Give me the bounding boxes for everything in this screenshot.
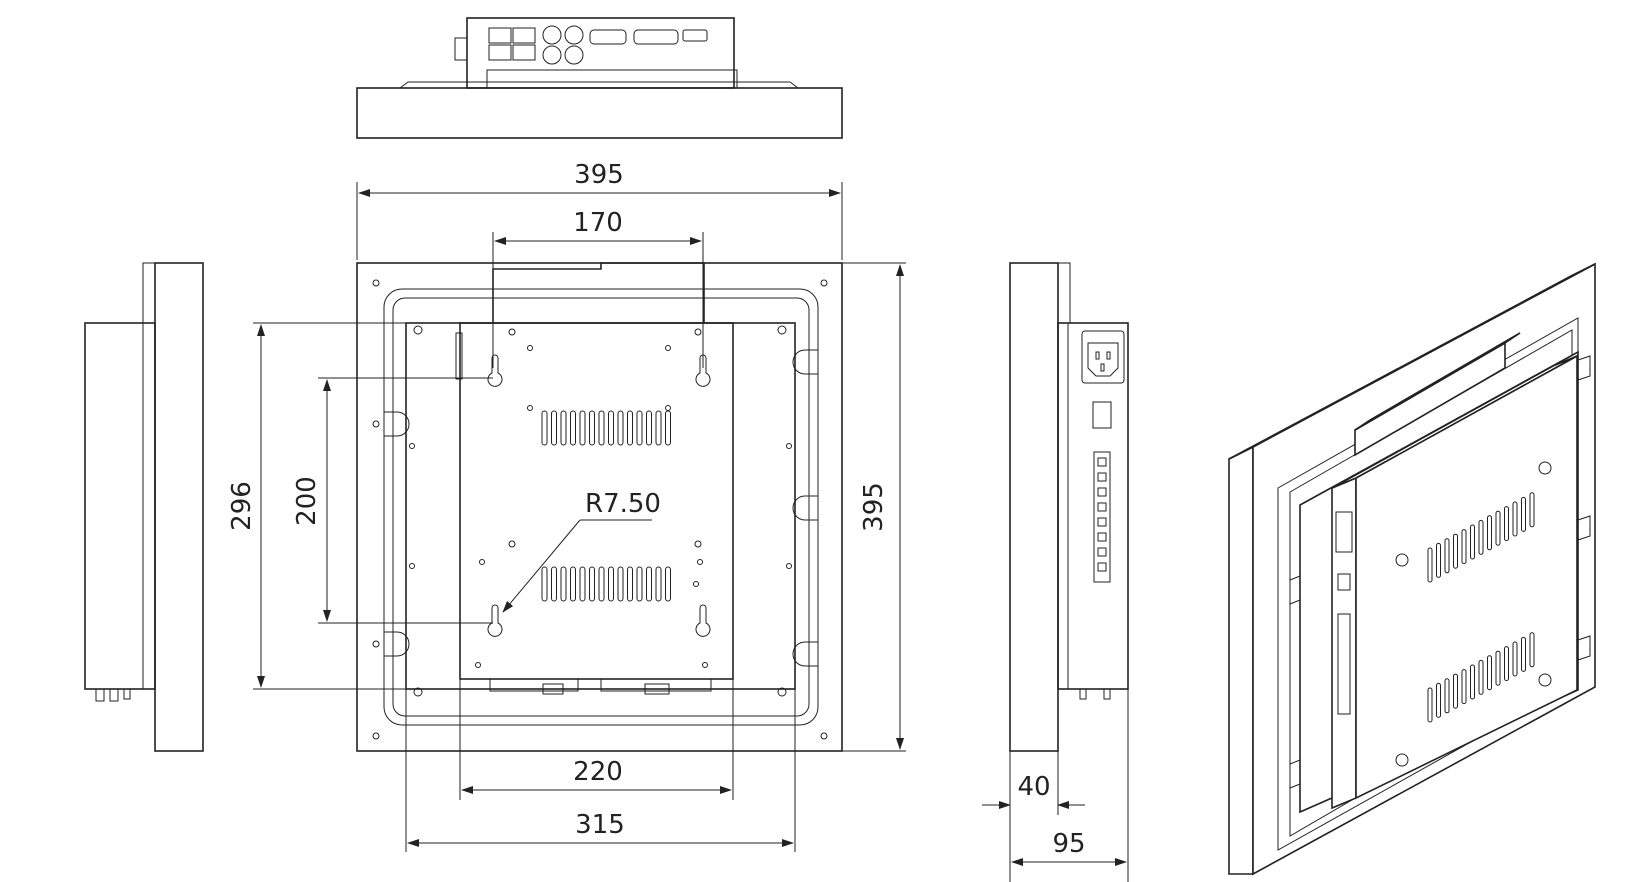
vent-slot xyxy=(579,566,586,602)
iso-vent-slot xyxy=(1529,492,1535,528)
vent-slot xyxy=(579,410,586,446)
iso-vent-slot xyxy=(1521,496,1526,532)
iso-vent-slot xyxy=(1495,650,1501,686)
vent-slot xyxy=(655,410,662,446)
vent-slot xyxy=(665,410,671,446)
dim-overall-width: 395 xyxy=(574,160,624,190)
vent-slots-upper xyxy=(541,410,671,446)
vent-slot xyxy=(560,410,567,446)
iso-vent-slot xyxy=(1461,529,1467,565)
iso-vent-slot xyxy=(1512,501,1518,537)
right-side-view xyxy=(1009,262,1129,752)
vent-slot xyxy=(560,566,567,602)
vent-slot xyxy=(589,566,595,602)
vent-slot xyxy=(617,410,624,446)
top-view xyxy=(356,17,843,139)
vent-slot xyxy=(655,566,662,602)
power-inlet xyxy=(1081,330,1125,384)
iso-vent-slot xyxy=(1504,506,1509,542)
iso-vent-slot xyxy=(1427,687,1433,723)
terminal-pin xyxy=(1097,487,1107,497)
terminal-pin xyxy=(1097,457,1107,467)
vent-slot xyxy=(627,566,633,602)
clamp-notches xyxy=(384,349,818,667)
dim-front-depth: 40 xyxy=(1017,772,1050,802)
dim-hole-spacing-horizontal: 170 xyxy=(573,208,623,238)
iso-vent-slot xyxy=(1470,524,1475,560)
plate-screws xyxy=(409,325,792,697)
vent-slot xyxy=(665,566,671,602)
terminal-strip xyxy=(1093,451,1111,583)
iso-vent-slot xyxy=(1478,659,1484,695)
vent-slots-lower xyxy=(541,566,671,602)
iso-vent-slot xyxy=(1487,655,1492,691)
iso-vent-slot xyxy=(1521,636,1526,672)
iso-vent-slot xyxy=(1453,673,1458,709)
terminal-pin xyxy=(1097,472,1107,482)
terminal-pin xyxy=(1097,532,1107,542)
vent-slot xyxy=(570,410,576,446)
terminal-pin xyxy=(1097,502,1107,512)
vent-slot xyxy=(541,566,548,602)
side-dimensions: 40 95 xyxy=(982,689,1129,882)
iso-vent-slot xyxy=(1470,664,1475,700)
vent-slot xyxy=(551,410,557,446)
isometric-view xyxy=(1228,262,1596,876)
iso-vent-slot xyxy=(1504,646,1509,682)
vent-slot xyxy=(636,410,643,446)
dim-hole-spacing-vertical: 200 xyxy=(292,476,322,526)
vent-slot xyxy=(541,410,548,446)
dim-overall-height: 395 xyxy=(859,482,889,532)
iso-vent-slot xyxy=(1453,533,1458,569)
iso-vent-slot xyxy=(1436,682,1441,718)
iso-vent-slot xyxy=(1529,632,1535,668)
terminal-pin xyxy=(1097,562,1107,572)
vent-slot xyxy=(589,410,595,446)
dim-cutout-height: 296 xyxy=(227,481,257,531)
dim-chassis-width: 220 xyxy=(573,757,623,787)
iso-vent-slot xyxy=(1427,547,1433,583)
vent-slot xyxy=(608,566,614,602)
vent-slot xyxy=(608,410,614,446)
iso-vent-slot xyxy=(1436,542,1441,578)
iso-vent-slot xyxy=(1487,515,1492,551)
vent-slot xyxy=(598,566,605,602)
terminal-pin xyxy=(1097,547,1107,557)
vent-slot xyxy=(617,566,624,602)
iso-vent-slot xyxy=(1444,538,1450,574)
iso-vent-slot xyxy=(1512,641,1518,677)
iso-vent-slot xyxy=(1461,669,1467,705)
terminal-pin xyxy=(1097,517,1107,527)
dim-cutout-width: 315 xyxy=(575,810,625,840)
iso-vent-slot xyxy=(1495,510,1501,546)
top-connectors xyxy=(488,25,708,65)
vent-slot xyxy=(551,566,557,602)
iso-vent-slot xyxy=(1478,519,1484,555)
dim-total-depth: 95 xyxy=(1052,829,1085,859)
vent-slot xyxy=(636,566,643,602)
vent-slot xyxy=(627,410,633,446)
iso-vent-slot xyxy=(1444,678,1450,714)
vent-slot xyxy=(646,566,652,602)
iso-vent-slots xyxy=(1427,492,1535,723)
dim-hole-radius: R7.50 xyxy=(585,489,661,519)
vent-slot xyxy=(646,410,652,446)
front-dimensions: 395 170 395 296 200 R7.50 220 xyxy=(227,160,906,852)
vent-slot xyxy=(598,410,605,446)
vent-slot xyxy=(570,566,576,602)
front-view xyxy=(356,262,843,752)
power-switch xyxy=(1092,401,1112,429)
left-side-view xyxy=(84,262,204,752)
